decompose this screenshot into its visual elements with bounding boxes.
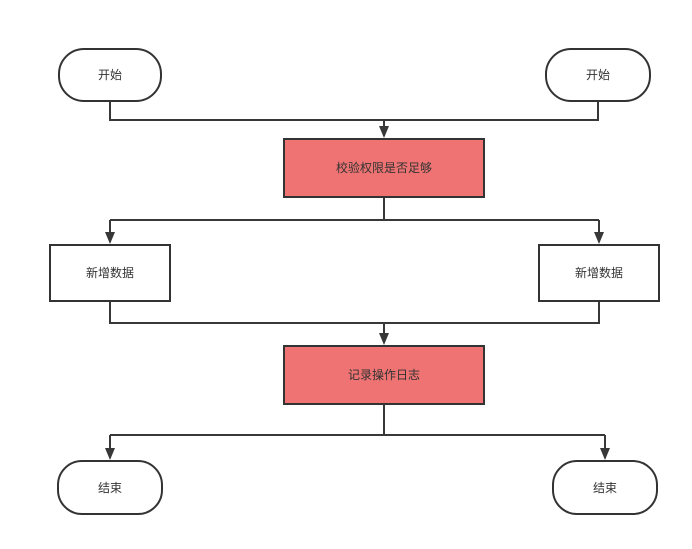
node-end-left-label: 结束 [98,481,122,495]
node-check-permission-shape [283,138,485,198]
edge-starts-merge-bracket [109,101,599,121]
node-add-data-right[interactable]: 新增数据 [538,244,660,302]
node-check-permission[interactable]: 校验权限是否足够 [283,138,485,198]
node-start-right[interactable]: 开始 [545,48,651,102]
node-end-right-label: 结束 [593,481,617,495]
node-add-data-left-label: 新增数据 [86,265,134,280]
node-log-operation-shape [283,345,485,405]
node-add-data-right-shape [538,244,660,302]
node-end-right-shape [552,460,658,515]
edges [105,101,610,460]
node-add-data-left[interactable]: 新增数据 [49,244,171,302]
node-start-left-shape [58,48,162,102]
node-log-operation-label: 记录操作日志 [348,367,420,382]
node-check-permission-label: 校验权限是否足够 [336,160,432,175]
node-add-data-left-shape [49,244,171,302]
edge-add-data-merge-bracket [109,301,600,324]
node-start-left-label: 开始 [98,68,122,82]
node-start-left[interactable]: 开始 [58,48,162,102]
node-end-right[interactable]: 结束 [552,460,658,515]
node-log-operation[interactable]: 记录操作日志 [283,345,485,405]
node-end-left-shape [57,460,163,515]
node-end-left[interactable]: 结束 [57,460,163,515]
node-add-data-right-label: 新增数据 [575,265,623,280]
node-start-right-label: 开始 [586,68,610,82]
node-start-right-shape [545,48,651,102]
